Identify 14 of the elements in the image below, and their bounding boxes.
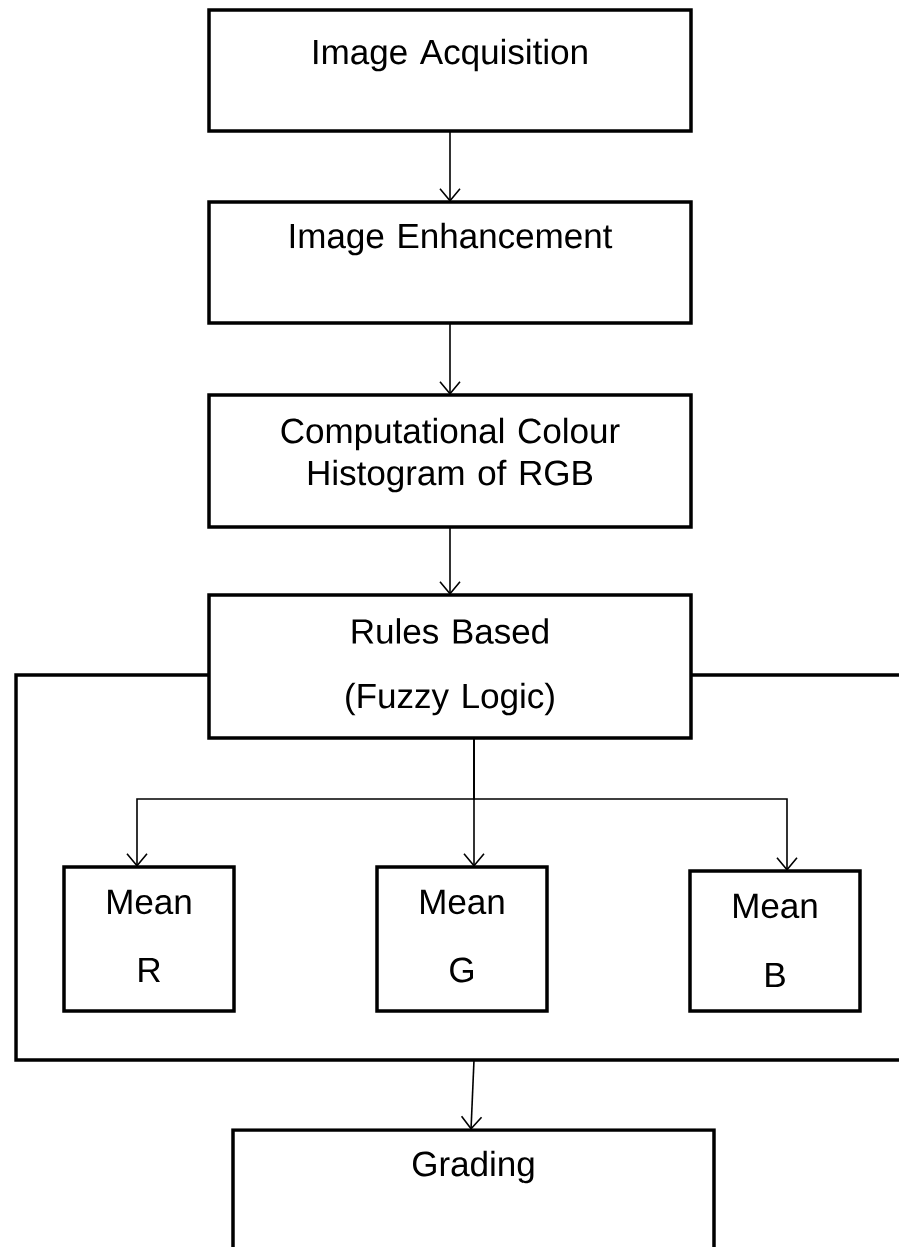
process-box: Image Acquisition <box>207 8 693 133</box>
process-box: Mean R <box>62 865 236 1013</box>
arrow <box>473 737 798 871</box>
process-box: Mean B <box>688 869 862 1013</box>
process-box: Computational Colour Histogram of RGB <box>207 393 693 529</box>
process-box: Rules Based (Fuzzy Logic) <box>207 593 693 740</box>
process-box: Image Enhancement <box>207 200 693 325</box>
process-box: Grading <box>231 1128 716 1247</box>
group-frame <box>14 673 899 1062</box>
process-box: Mean G <box>375 865 549 1013</box>
arrow <box>439 130 461 202</box>
arrow <box>439 322 461 395</box>
arrow <box>439 526 461 595</box>
arrow <box>460 1059 483 1130</box>
